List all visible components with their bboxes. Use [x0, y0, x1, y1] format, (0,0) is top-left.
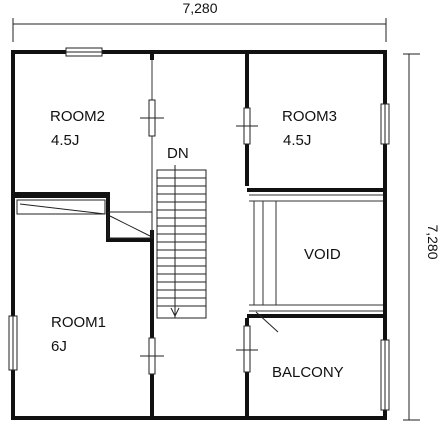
height-dimension [403, 53, 420, 421]
room1-name: ROOM1 [51, 314, 106, 331]
stairs-label: DN [167, 145, 189, 162]
door-room2-hall [140, 99, 164, 137]
interior-thin-lines [151, 57, 384, 420]
height-dimension-label: 7,280 [425, 224, 441, 259]
door-hall-balcony [236, 325, 258, 373]
width-dimension [12, 18, 387, 42]
door-room1-hall [140, 337, 164, 375]
window-balcony-right [380, 339, 390, 411]
balcony-label: BALCONY [272, 364, 344, 381]
room2-name: ROOM2 [50, 108, 105, 125]
room2-size: 4.5J [51, 132, 79, 149]
room3-size: 4.5J [283, 132, 311, 149]
width-dimension-label: 7,280 [182, 0, 217, 16]
staircase [156, 169, 207, 319]
door-hall-room3 [236, 107, 258, 145]
room1-size: 6J [51, 338, 67, 355]
closet [16, 199, 153, 239]
window-room3-right [380, 103, 390, 145]
window-room2-top [65, 47, 103, 57]
stair-direction-arrow [170, 165, 180, 318]
window-room1-left [8, 315, 18, 371]
balcony-corner-door [255, 311, 279, 333]
void-label: VOID [304, 246, 341, 263]
room3-name: ROOM3 [282, 108, 337, 125]
